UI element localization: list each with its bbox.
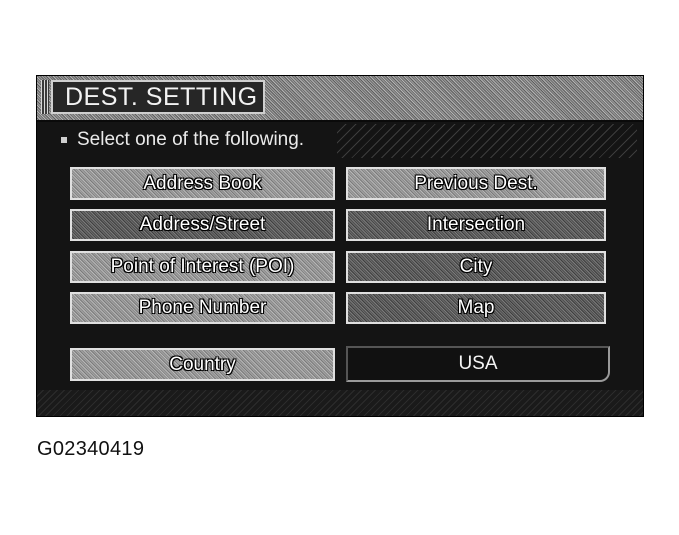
point-of-interest-button[interactable]: Point of Interest (POI) (70, 251, 335, 283)
map-button[interactable]: Map (346, 292, 606, 324)
screen-title: DEST. SETTING (51, 80, 265, 114)
address-street-button[interactable]: Address/Street (70, 209, 335, 241)
figure-id-caption: G02340419 (37, 438, 145, 460)
city-button[interactable]: City (346, 251, 606, 283)
instruction-line: Select one of the following. (61, 128, 304, 152)
title-bar: DEST. SETTING (37, 76, 643, 122)
country-button[interactable]: Country (70, 348, 335, 381)
instruction-text: Select one of the following. (77, 129, 305, 150)
background-texture (337, 124, 637, 158)
intersection-button[interactable]: Intersection (346, 209, 606, 241)
address-book-button[interactable]: Address Book (70, 167, 335, 200)
title-edge-decoration (41, 80, 49, 114)
bottom-texture-strip (37, 390, 643, 416)
navigation-screen: DEST. SETTING Select one of the followin… (36, 75, 644, 417)
phone-number-button[interactable]: Phone Number (70, 292, 335, 324)
bullet-icon (61, 136, 67, 143)
country-value-display: USA (346, 346, 610, 382)
previous-dest-button[interactable]: Previous Dest. (346, 167, 606, 200)
